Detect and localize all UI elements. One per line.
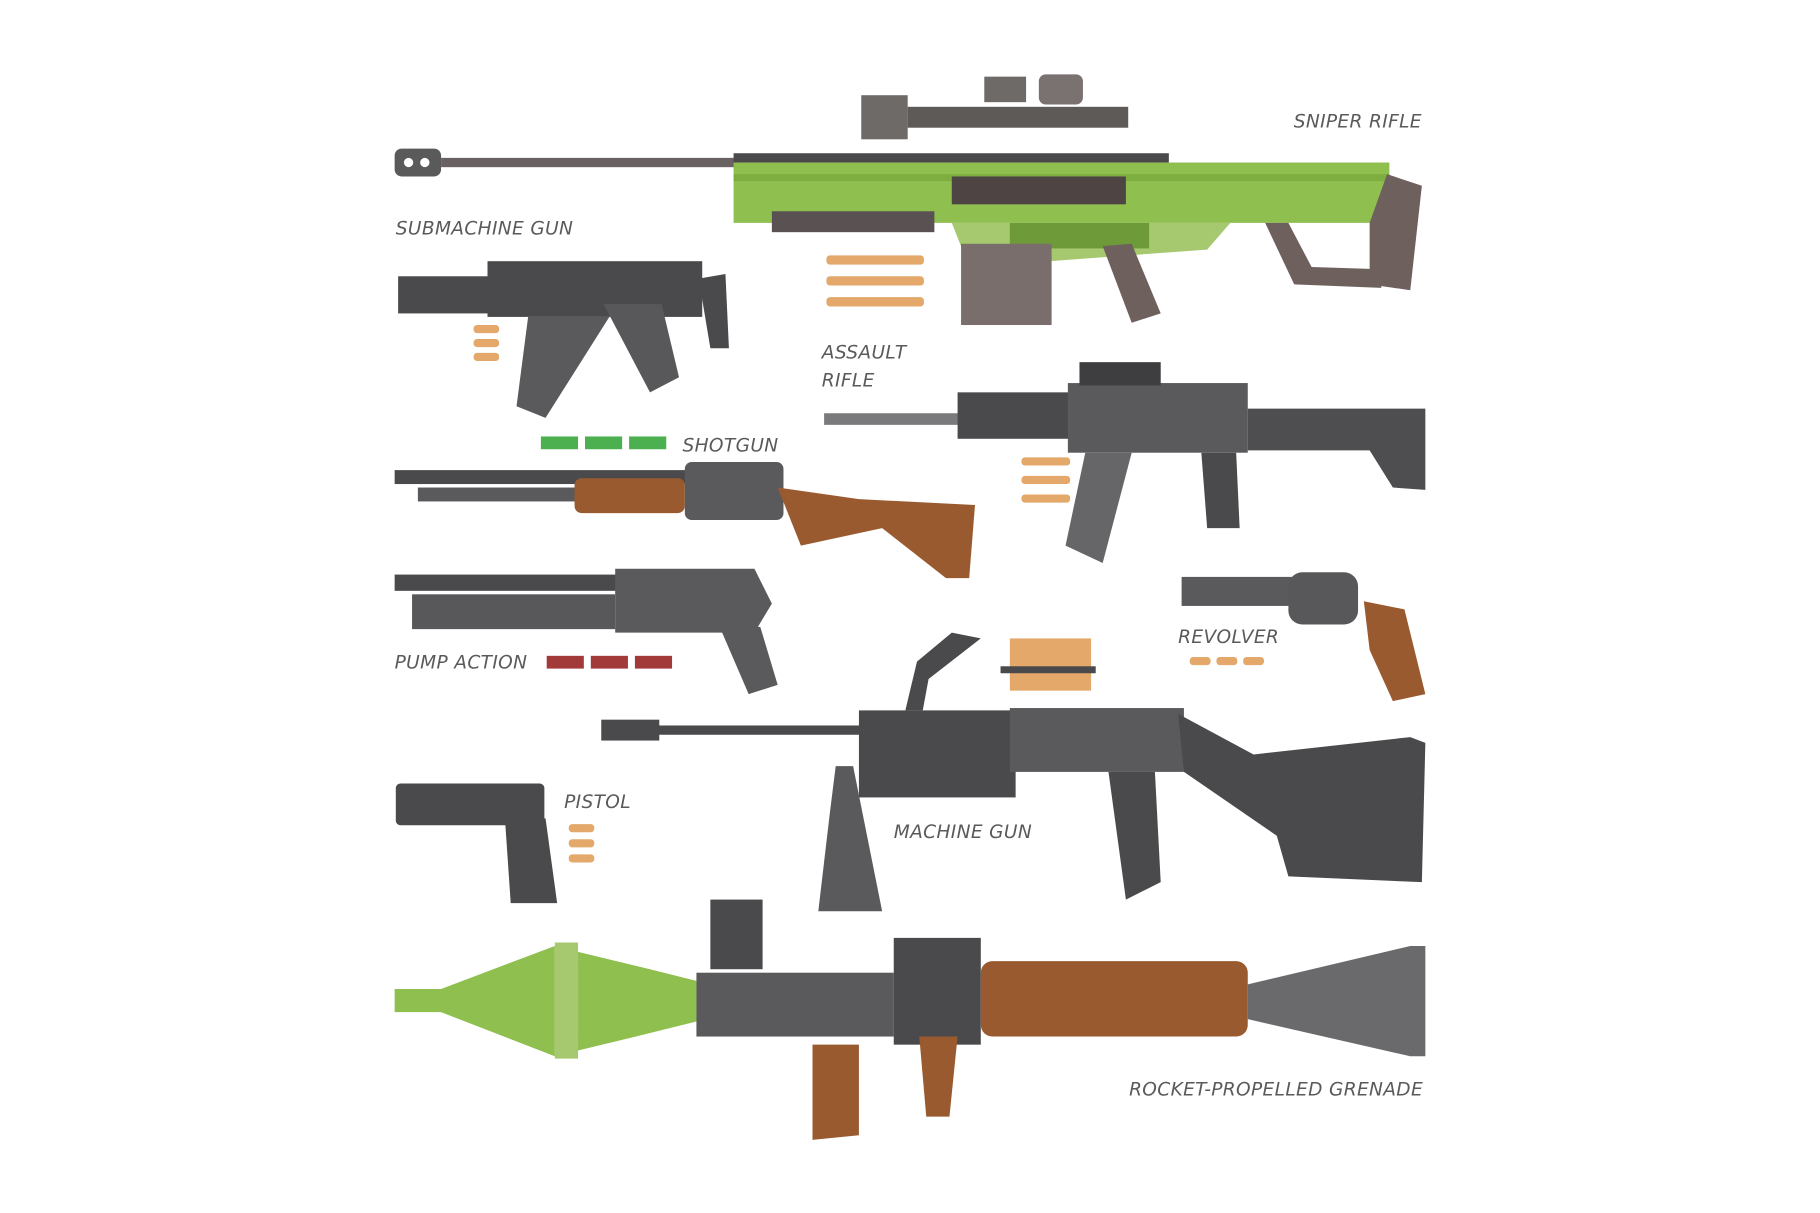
pistol-bullets [568,824,595,863]
label-rpg: ROCKET-PROPELLED GRENADE [1129,1080,1423,1101]
pump-action-shells [546,655,673,669]
smg-bullets [473,325,500,362]
shotgun: SHOTGUN [394,436,975,579]
sniper-bullets [826,255,924,307]
label-sniper-rifle: SNIPER RIFLE [1294,112,1422,133]
pistol: PISTOL [395,783,631,904]
label-assault-rifle-line2: RIFLE [822,371,875,392]
machine-gun: MACHINE GUN [601,632,1426,912]
revolver: REVOLVER [1178,572,1426,702]
label-machine-gun: MACHINE GUN [894,822,1032,843]
label-pistol: PISTOL [564,792,631,813]
label-assault-rifle-line1: ASSAULT [821,343,908,364]
rocket-propelled-grenade: ROCKET-PROPELLED GRENADE [394,899,1426,1140]
shotgun-shells [540,436,667,450]
submachine-gun: SUBMACHINE GUN [396,218,729,418]
label-pump-action: PUMP ACTION [395,653,528,674]
label-submachine-gun: SUBMACHINE GUN [396,218,573,239]
revolver-bullets [1189,656,1265,666]
label-revolver: REVOLVER [1178,627,1279,648]
assault-rifle: ASSAULT RIFLE [821,343,1426,563]
sniper-rifle: SNIPER RIFLE [394,74,1422,326]
label-shotgun: SHOTGUN [683,436,779,457]
machine-gun-ammo-belt [1000,638,1096,691]
assault-bullets [1021,457,1071,503]
pump-action-shotgun: PUMP ACTION [394,568,778,695]
